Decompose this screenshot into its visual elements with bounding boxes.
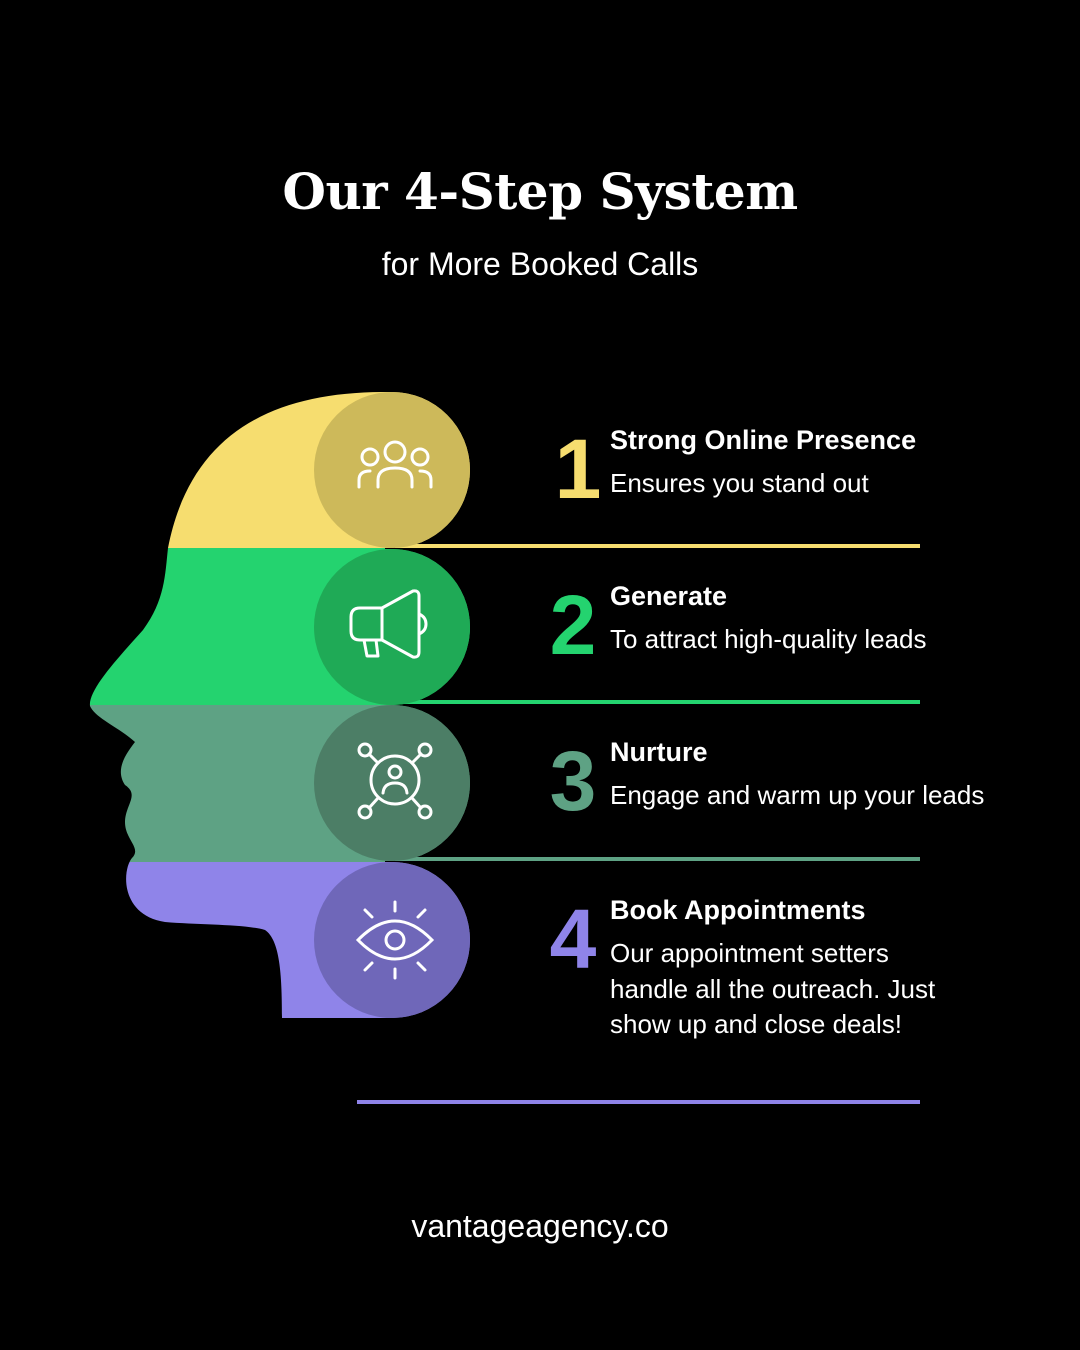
step-title: Book Appointments [610, 895, 866, 925]
step-number: 1 [554, 422, 602, 516]
page-title: Our 4-Step System [282, 162, 798, 221]
icon-circle-1 [314, 392, 470, 548]
step-description: Engage and warm up your leads [610, 780, 985, 810]
megaphone-icon [349, 589, 428, 659]
step-title: Nurture [610, 737, 708, 767]
step-number: 2 [549, 578, 597, 672]
step-title: Generate [610, 581, 728, 611]
step-title: Strong Online Presence [610, 425, 917, 455]
icon-circle-2 [314, 549, 470, 705]
eye-icon [355, 900, 435, 980]
step-description: Our appointment setters handle all the o… [610, 938, 936, 1039]
network-user-icon [357, 742, 433, 820]
page-subtitle: for More Booked Calls [381, 246, 699, 282]
step-number: 3 [549, 734, 597, 828]
step-number: 4 [549, 892, 597, 986]
step-description: To attract high-quality leads [610, 624, 927, 654]
website-link[interactable]: vantageagency.co [411, 1208, 669, 1244]
icon-circle-4 [314, 862, 470, 1018]
step-description: Ensures you stand out [610, 468, 869, 498]
people-group-icon [357, 440, 433, 489]
